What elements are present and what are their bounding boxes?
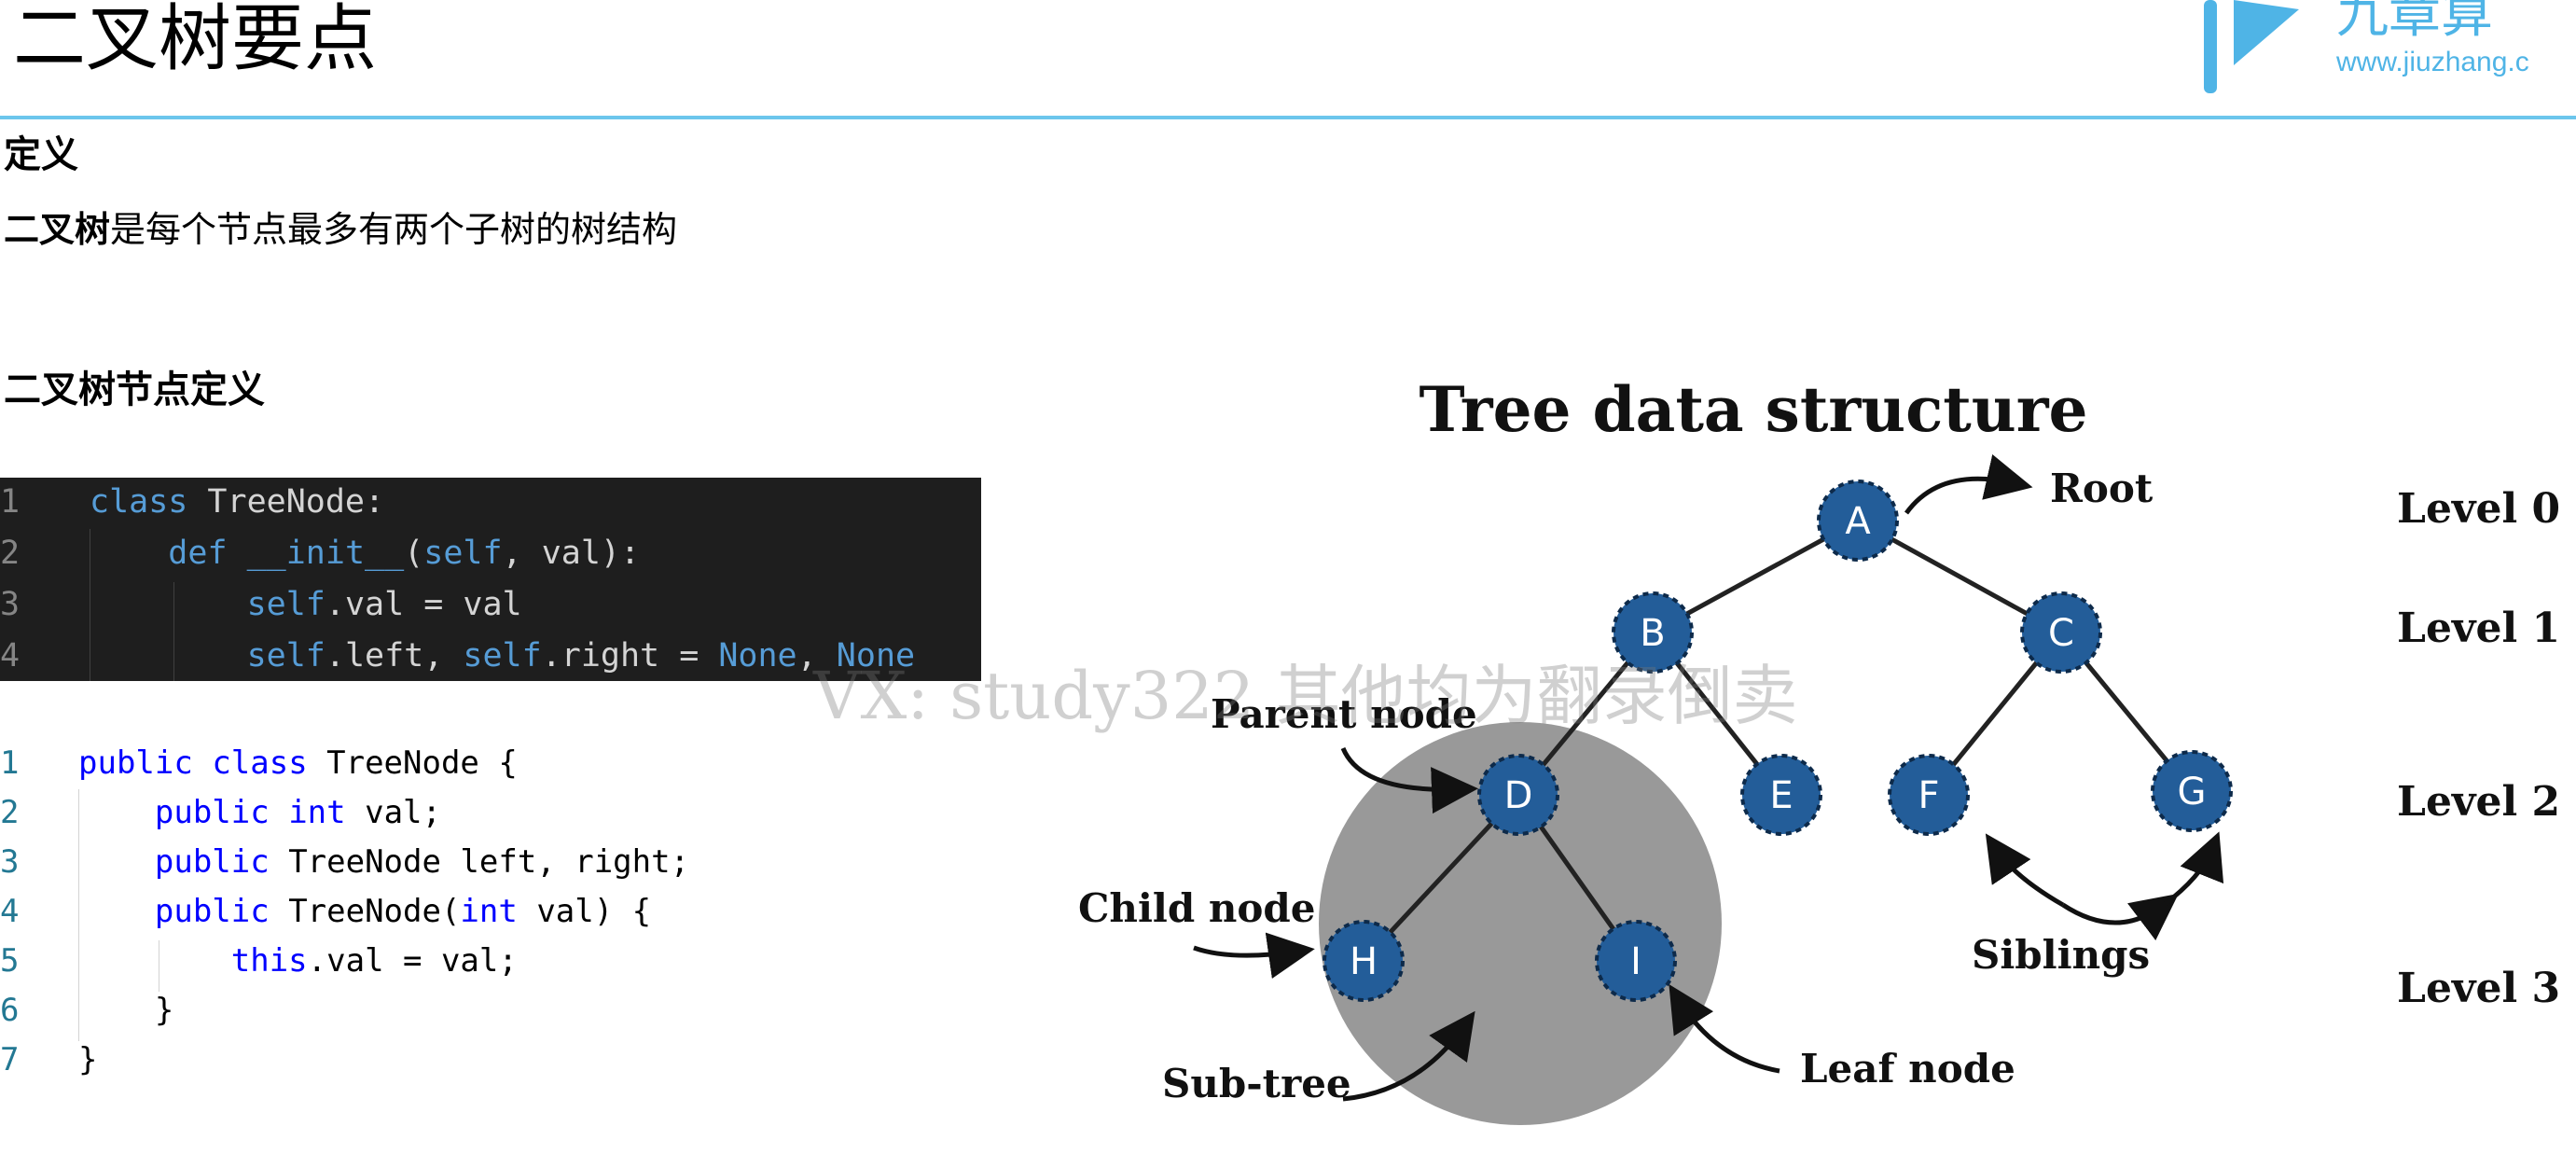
subtree-label: Sub-tree [1162, 1061, 1351, 1106]
line-number: 3 [0, 843, 20, 881]
tree-node-h: H [1323, 920, 1405, 1002]
level-2-label: Level 2 [2397, 778, 2560, 826]
tree-diagram: Tree data structure A B C D E F G H I Ro… [1078, 373, 2560, 1125]
code-line: } [78, 1041, 98, 1078]
code-line: public class TreeNode { [78, 744, 518, 782]
subtree-region [1319, 722, 1722, 1125]
svg-text:I: I [1630, 940, 1641, 983]
node-definition-heading: 二叉树节点定义 [4, 368, 265, 411]
parent-node-label: Parent node [1211, 691, 1477, 737]
line-number: 7 [0, 1041, 20, 1078]
siblings-label: Siblings [1972, 932, 2150, 978]
tree-node-d: D [1477, 754, 1559, 836]
logo-icon: 九章算 [2204, 0, 2493, 93]
level-3-label: Level 3 [2397, 965, 2560, 1012]
svg-text:C: C [2048, 612, 2074, 655]
line-number: 4 [0, 637, 21, 674]
tree-node-g: G [2151, 750, 2233, 832]
code-line: class TreeNode: [90, 483, 385, 521]
svg-text:B: B [1640, 612, 1665, 655]
code-line: } [78, 992, 174, 1029]
svg-text:E: E [1769, 774, 1793, 817]
svg-text:G: G [2178, 771, 2207, 813]
svg-text:H: H [1350, 940, 1378, 983]
indent-guide [173, 582, 174, 681]
page-title: 二叉树要点 [13, 0, 378, 81]
code-line: public int val; [154, 794, 441, 831]
code-line: public TreeNode left, right; [154, 843, 690, 881]
level-1-label: Level 1 [2397, 605, 2560, 652]
line-number: 1 [0, 744, 20, 782]
code-line: def __init__(self, val): [168, 535, 641, 572]
svg-text:A: A [1845, 500, 1871, 543]
jiuzhang-logo: 九章算 www.jiuzhang.c [2196, 0, 2576, 97]
leaf-node-label: Leaf node [1800, 1046, 2015, 1092]
line-number: 5 [0, 942, 20, 980]
code-line: public TreeNode(int val) { [154, 893, 652, 930]
code-line: self.val = val [246, 586, 522, 623]
code-line: self.left, self.right = None, None [246, 637, 916, 674]
logo-text: 九章算 [2336, 0, 2493, 45]
root-label: Root [2050, 466, 2154, 511]
definition-term: 二叉树 [4, 209, 111, 250]
svg-text:D: D [1504, 774, 1533, 817]
code-line: this.val = val; [230, 942, 518, 980]
watermark: VX: study322 其他均为翻录倒卖 [813, 658, 1798, 734]
python-code-block: 1 2 3 4 class TreeNode: def __init__(sel… [0, 478, 981, 681]
tree-node-a: A [1817, 480, 1899, 562]
tree-node-f: F [1888, 754, 1970, 836]
tree-node-e: E [1740, 754, 1822, 836]
line-number: 1 [0, 483, 21, 521]
definition-heading: 定义 [4, 133, 78, 176]
line-number: 4 [0, 893, 20, 930]
diagram-title: Tree data structure [1419, 373, 2087, 446]
line-number: 3 [0, 586, 21, 623]
level-0-label: Level 0 [2397, 485, 2560, 533]
tree-node-c: C [2020, 591, 2102, 674]
indent-guide [78, 789, 79, 1041]
logo-url: www.jiuzhang.c [2336, 47, 2529, 77]
java-code-block: 1 2 3 4 5 6 7 public class TreeNode { pu… [0, 737, 933, 1092]
definition-body: 是每个节点最多有两个子树的树结构 [110, 209, 678, 250]
svg-text:F: F [1918, 774, 1939, 817]
title-divider [0, 116, 2576, 119]
line-number: 6 [0, 992, 20, 1029]
tree-node-i: I [1595, 920, 1677, 1002]
definition-text: 二叉树是每个节点最多有两个子树的树结构 [4, 207, 677, 252]
annotation-arrows [1193, 454, 2224, 1102]
line-number: 2 [0, 794, 20, 831]
child-node-label: Child node [1078, 885, 1316, 931]
tree-node-b: B [1612, 591, 1694, 674]
line-number: 2 [0, 535, 21, 572]
